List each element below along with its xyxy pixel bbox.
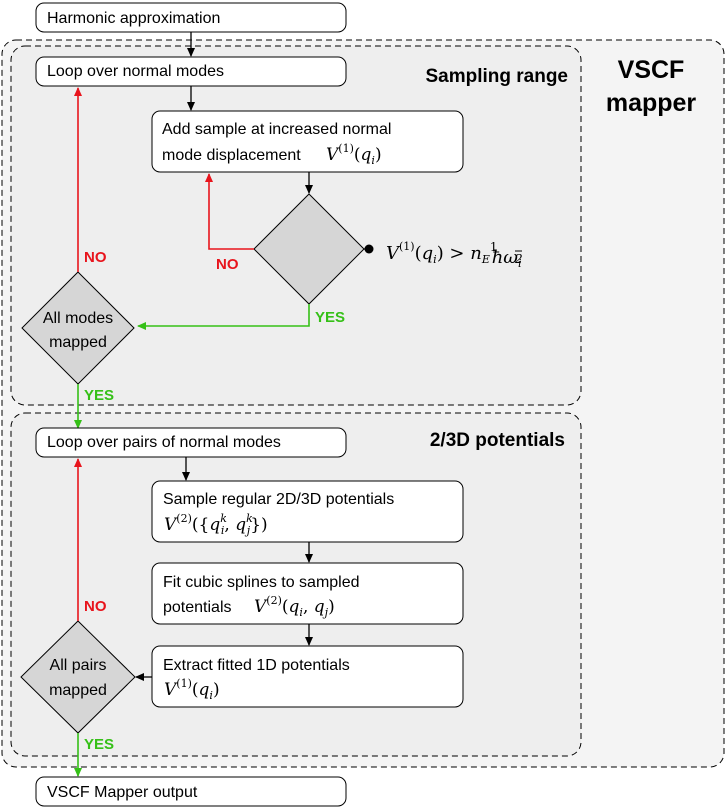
add-sample-math: V(1)(qi) [326,142,382,167]
vscf-mapper-title-line1: VSCF [618,56,685,84]
all-pairs-mapped-line1: All pairs [50,657,107,674]
loop-normal-modes-label: Loop over normal modes [47,63,224,80]
add-sample-line1: Add sample at increased normal [162,121,391,138]
yes-output-label: YES [84,736,114,753]
no-inner-label: NO [216,256,239,273]
sample-potentials-line1: Sample regular 2D/3D potentials [163,491,394,508]
condition-dot [364,244,374,254]
no-pairs-label: NO [84,598,107,615]
yes-outer-label: YES [84,387,114,404]
vscf-output-box [35,776,347,807]
condition-fraction-den: 2 [514,252,523,266]
all-modes-mapped-line2: mapped [49,334,107,351]
sample-potentials-box [151,480,464,543]
harmonic-approximation-label: Harmonic approximation [47,10,220,27]
fit-splines-box [151,562,464,625]
arrow-yes-inner [137,304,310,330]
loop-pairs-box [35,427,347,458]
vscf-output-label: VSCF Mapper output [47,784,198,801]
no-outer-label: NO [84,249,107,266]
fit-splines-line2: potentials [163,599,232,616]
fit-splines-math: V(2)(qi, qj) [254,594,335,619]
arrow-no-inner [205,173,254,250]
potentials-title: 2/3D potentials [430,430,565,451]
vscf-mapper-title-line2: mapper [606,89,697,117]
loop-pairs-label: Loop over pairs of normal modes [47,434,281,451]
add-sample-box [151,110,464,173]
extract-potentials-line1: Extract fitted 1D potentials [163,657,350,674]
add-sample-line2: mode displacement [162,147,301,164]
fit-splines-line1: Fit cubic splines to sampled [163,574,360,591]
sampling-range-title: Sampling range [425,66,568,87]
yes-inner-label: YES [315,309,345,326]
all-modes-mapped-line1: All modes [43,310,113,327]
all-pairs-mapped-line2: mapped [49,682,107,699]
